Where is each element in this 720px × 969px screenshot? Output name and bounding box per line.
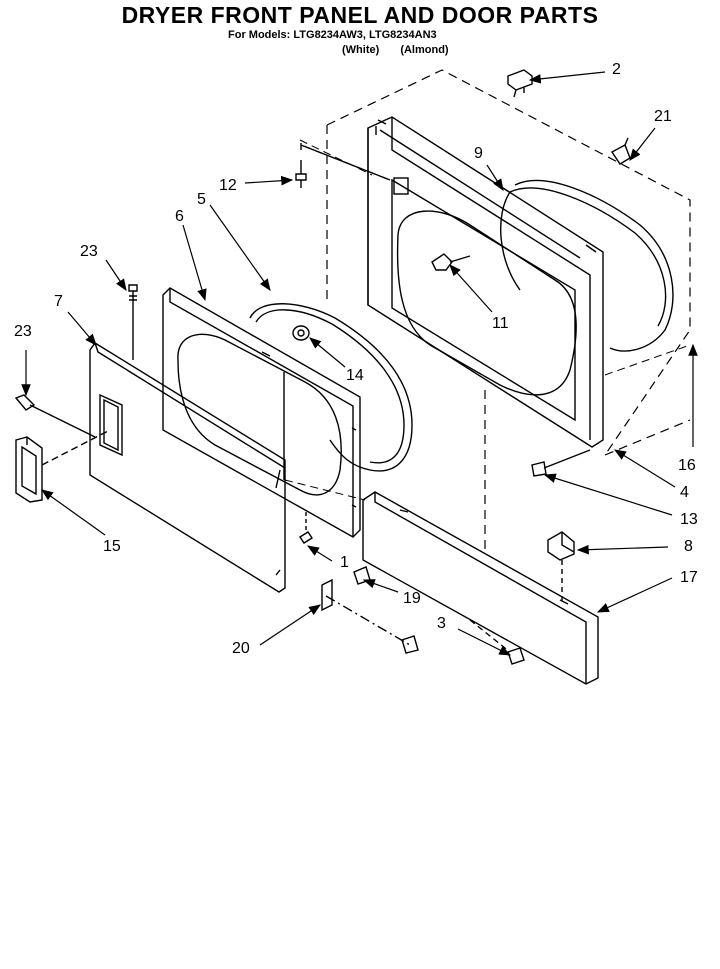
callout-21: 21: [654, 108, 672, 125]
callout-14: 14: [346, 367, 364, 384]
callout-9: 9: [474, 145, 483, 162]
inner-door-panel: [162, 287, 361, 538]
callout-6: 6: [175, 208, 184, 225]
callout-15: 15: [103, 538, 121, 555]
callout-labels: 2 21 9 12 6 5 23 7 23 11 14 16 4 13 15 1…: [14, 61, 698, 657]
toe-panel: [362, 491, 599, 685]
callout-17: 17: [680, 569, 698, 586]
callout-11: 11: [492, 315, 509, 332]
screw-13: [531, 449, 591, 477]
models-line: For Models: LTG8234AW3, LTG8234AN3: [228, 29, 437, 41]
callout-20: 20: [232, 640, 250, 657]
screw-12: [295, 143, 391, 188]
variant-white: (White): [342, 44, 380, 56]
callout-1: 1: [340, 554, 349, 571]
callout-13: 13: [680, 511, 698, 528]
callout-5: 5: [197, 191, 206, 208]
callout-arrows: [21, 71, 698, 656]
front-panel-frame: [367, 116, 604, 448]
variant-almond: (Almond): [400, 44, 449, 56]
color-variants: (White) (Almond): [342, 44, 467, 56]
callout-23a: 23: [80, 243, 98, 260]
page-title: DRYER FRONT PANEL AND DOOR PARTS: [121, 2, 599, 28]
hinge-pin: [299, 512, 313, 544]
cabinet-outline: [326, 69, 691, 555]
callout-4: 4: [680, 484, 689, 501]
door-gasket: [249, 303, 413, 472]
callout-19: 19: [403, 590, 421, 607]
callout-16: 16: [678, 457, 696, 474]
door-handle: [15, 429, 111, 503]
screw-23-left: [14, 394, 96, 438]
door-catch: [292, 325, 310, 341]
screw-23-top: [128, 284, 138, 360]
door-switch: [507, 69, 533, 98]
latch-clip: [431, 253, 471, 271]
callout-12: 12: [219, 177, 237, 194]
callout-23b: 23: [14, 323, 32, 340]
callout-3: 3: [437, 615, 446, 632]
explode-lines: [284, 139, 691, 501]
toe-panel-clip: [547, 531, 575, 605]
rear-gasket: [500, 179, 674, 352]
lower-hinge: [321, 566, 419, 654]
callout-2: 2: [612, 61, 621, 78]
toe-panel-fastener: [469, 619, 525, 665]
callout-8: 8: [684, 538, 693, 555]
callout-7: 7: [54, 293, 63, 310]
